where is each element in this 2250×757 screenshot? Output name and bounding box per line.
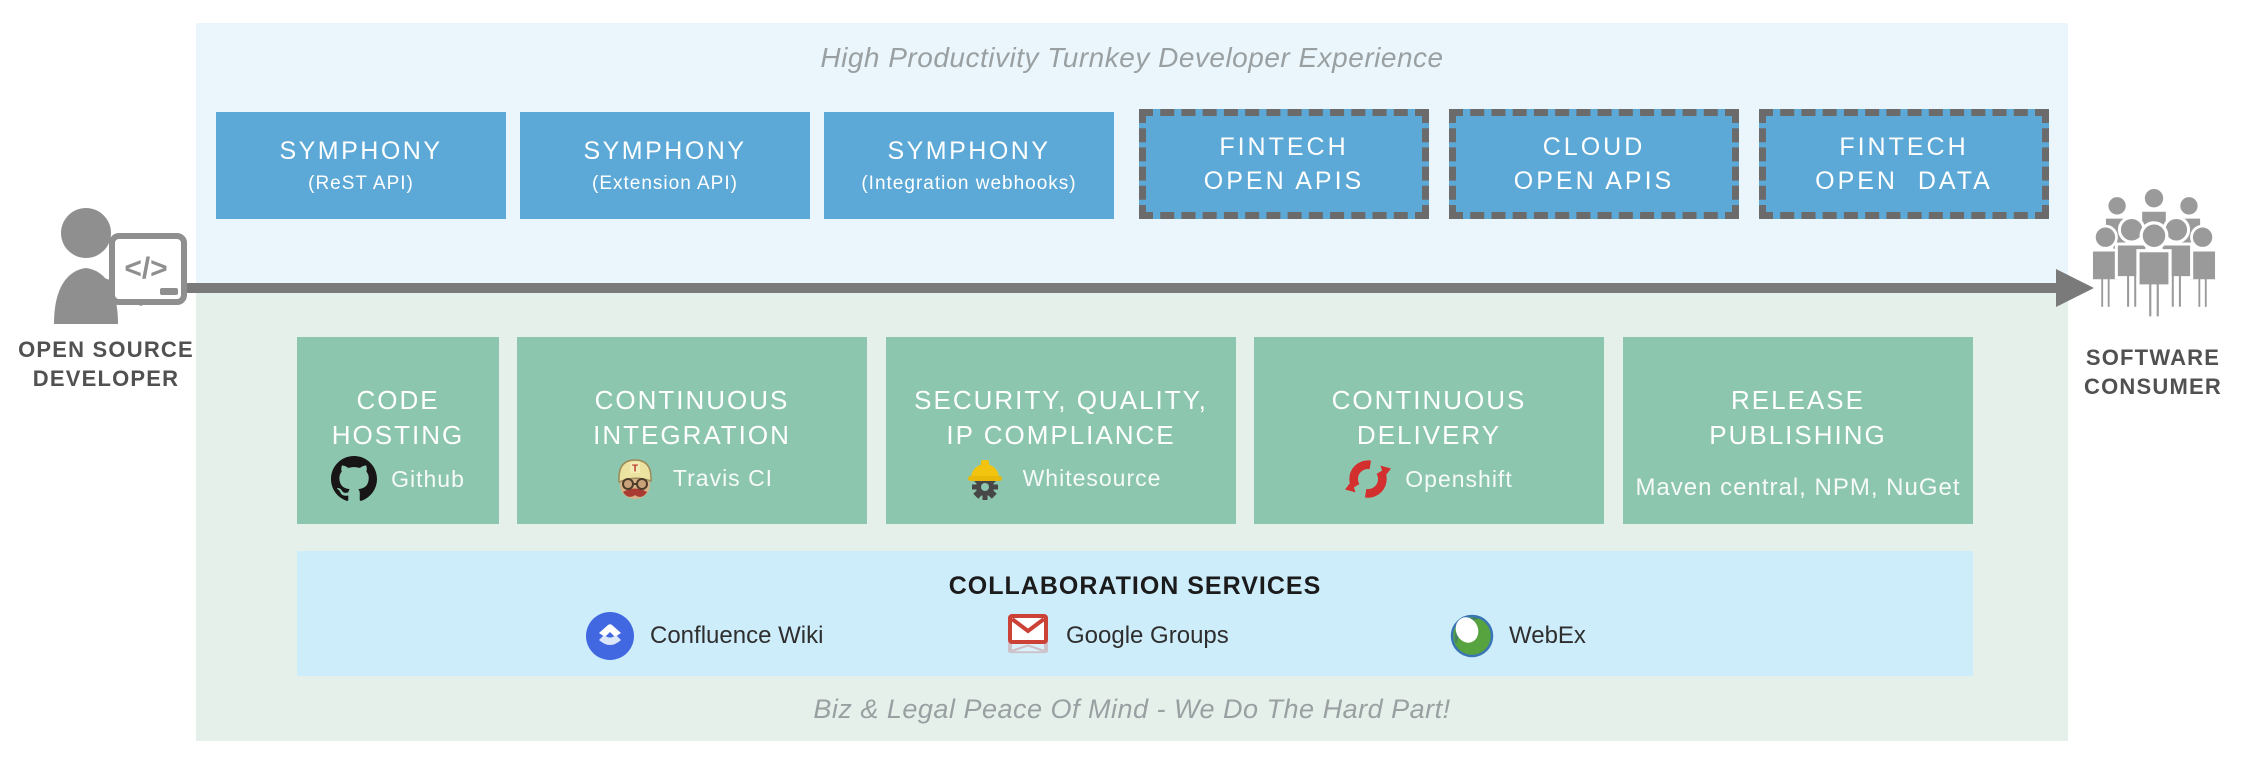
- developer-label: OPEN SOURCE DEVELOPER: [8, 336, 204, 393]
- collab-item-label: WebEx: [1509, 622, 1586, 649]
- pipeline-title-line2: HOSTING: [331, 420, 465, 451]
- api-box-fintech-open-data: FINTECH OPEN DATA: [1759, 109, 2049, 219]
- api-box-title: FINTECH: [1839, 132, 1969, 161]
- collab-item-google-groups: Google Groups: [1005, 610, 1229, 662]
- api-box-subtitle: (ReST API): [308, 172, 414, 194]
- consumer-label-line1: SOFTWARE: [2085, 345, 2221, 370]
- flow-arrow-line: [170, 283, 2060, 293]
- api-box-symphony-rest: SYMPHONY (ReST API): [216, 112, 506, 219]
- pipeline-title-line1: CONTINUOUS: [1331, 385, 1527, 415]
- api-box-fintech-open-apis: FINTECH OPEN APIS: [1139, 109, 1429, 219]
- github-icon: [331, 456, 378, 502]
- collab-item-confluence: Confluence Wiki: [585, 610, 823, 662]
- pipeline-box-continuous-delivery: CONTINUOUS DELIVERY Openshift: [1254, 337, 1604, 524]
- developer-label-line1: OPEN SOURCE: [18, 337, 194, 362]
- api-box-title: CLOUD: [1542, 132, 1646, 161]
- pipeline-title-line1: CONTINUOUS: [594, 385, 790, 415]
- pipeline-box-title: CONTINUOUS INTEGRATION: [517, 337, 867, 453]
- pipeline-tool-label: Github: [391, 465, 465, 492]
- api-box-title: SYMPHONY: [887, 136, 1051, 165]
- collab-item-label: Google Groups: [1066, 622, 1229, 649]
- consumer-label-line2: CONSUMER: [2084, 373, 2222, 399]
- pipeline-box-title: CODE HOSTING: [297, 337, 499, 453]
- api-box-title: SYMPHONY: [583, 136, 747, 165]
- travisci-icon: T: [611, 454, 659, 502]
- api-box-cloud-open-apis: CLOUD OPEN APIS: [1449, 109, 1739, 219]
- pipeline-title-line2: IP COMPLIANCE: [946, 420, 1176, 451]
- collab-item-label: Confluence Wiki: [650, 622, 824, 649]
- pipeline-tool-label: Openshift: [1405, 465, 1513, 492]
- pipeline-title-line1: SECURITY, QUALITY,: [914, 385, 1208, 415]
- pipeline-box-title: RELEASE PUBLISHING: [1623, 337, 1973, 453]
- collaboration-title: COLLABORATION SERVICES: [948, 572, 1322, 600]
- flow-arrow-head-icon: [2056, 269, 2094, 307]
- confluence-icon: [585, 611, 635, 661]
- google-groups-icon: [1005, 612, 1051, 660]
- developer-icon: </>: [46, 208, 194, 324]
- pipeline-tool-label: Whitesource: [1022, 464, 1162, 491]
- api-box-title-line2: OPEN APIS: [1203, 167, 1365, 196]
- api-box-symphony-extension: SYMPHONY (Extension API): [520, 112, 810, 219]
- webex-icon: [1450, 614, 1494, 658]
- pipeline-title-line1: RELEASE: [1731, 385, 1865, 415]
- api-band-background: [196, 23, 2068, 287]
- code-tag-icon: </>: [124, 252, 167, 285]
- pipeline-box-continuous-integration: CONTINUOUS INTEGRATION T Travis CI: [517, 337, 867, 524]
- pipeline-title-line2: INTEGRATION: [593, 420, 791, 451]
- pipeline-box-title: SECURITY, QUALITY, IP COMPLIANCE: [886, 337, 1236, 453]
- pipeline-box-code-hosting: CODE HOSTING Github: [297, 337, 499, 524]
- pipeline-tool-label: Maven central, NPM, NuGet: [1635, 474, 1961, 501]
- api-box-title: SYMPHONY: [279, 136, 443, 165]
- pipeline-box-security-compliance: SECURITY, QUALITY, IP COMPLIANCE: [886, 337, 1236, 524]
- svg-text:T: T: [632, 464, 638, 475]
- api-box-subtitle: (Integration webhooks): [861, 172, 1077, 194]
- pipeline-title-line2: PUBLISHING: [1709, 420, 1887, 451]
- collab-item-webex: WebEx: [1450, 610, 1586, 662]
- pipeline-box-title: CONTINUOUS DELIVERY: [1254, 337, 1604, 453]
- api-box-title-line2: OPEN DATA: [1815, 167, 1993, 196]
- openshift-icon: [1345, 456, 1392, 502]
- api-box-symphony-webhooks: SYMPHONY (Integration webhooks): [824, 112, 1114, 219]
- api-box-title-line2: OPEN APIS: [1513, 167, 1675, 196]
- collaboration-bar: [297, 551, 1973, 676]
- developer-label-line2: DEVELOPER: [32, 365, 180, 391]
- pipeline-box-release-publishing: RELEASE PUBLISHING Maven central, NPM, N…: [1623, 337, 1973, 524]
- page-title: High Productivity Turnkey Developer Expe…: [820, 42, 1444, 73]
- api-box-subtitle: (Extension API): [592, 172, 738, 194]
- footer-note: Biz & Legal Peace Of Mind - We Do The Ha…: [813, 694, 1451, 724]
- api-box-title: FINTECH: [1219, 132, 1349, 161]
- pipeline-title-line1: CODE: [356, 385, 440, 415]
- consumer-crowd-icon: [2086, 182, 2222, 318]
- whitesource-icon: [961, 454, 1009, 502]
- consumer-label: SOFTWARE CONSUMER: [2058, 344, 2248, 401]
- pipeline-title-line2: DELIVERY: [1356, 420, 1502, 451]
- pipeline-tool-label: Travis CI: [672, 464, 774, 491]
